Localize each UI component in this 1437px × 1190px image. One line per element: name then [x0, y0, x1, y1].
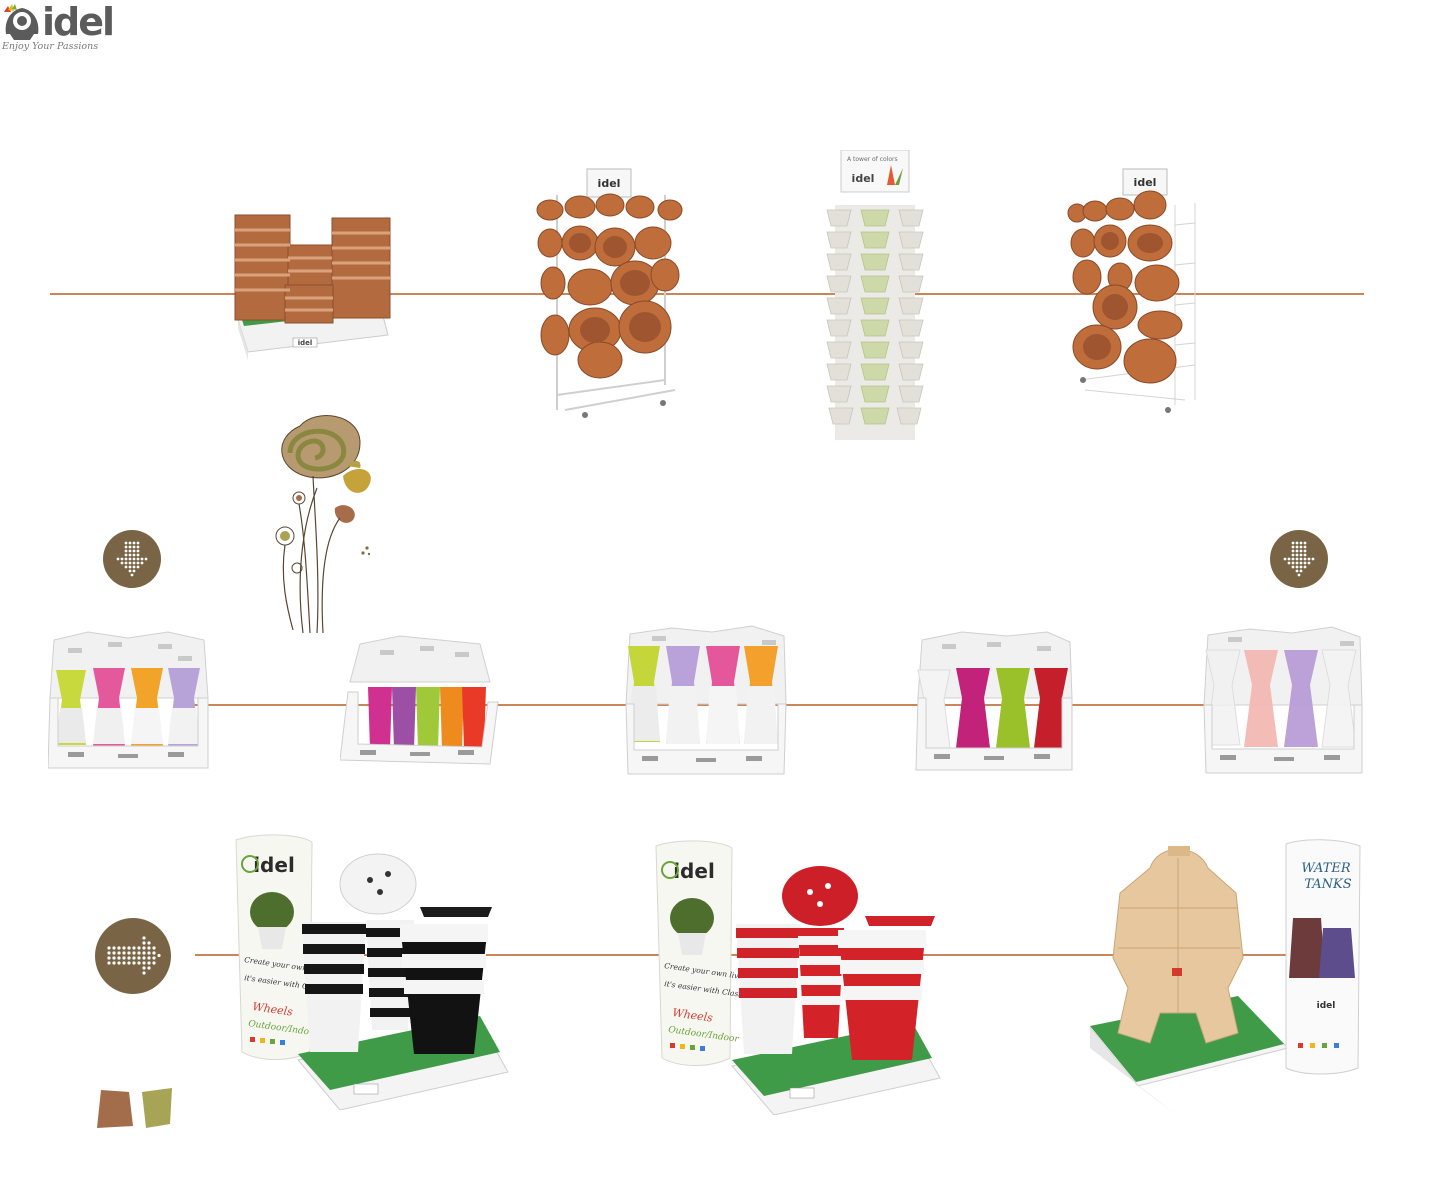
logo-tagline: Enjoy Your Passions — [2, 41, 99, 52]
logo-emblem-icon — [4, 4, 39, 40]
water-tank-display[interactable]: WATER TANKS idel — [1088, 838, 1366, 1116]
water-banner-brand: idel — [1317, 1001, 1336, 1011]
colorful-vase-box-1[interactable] — [48, 628, 210, 774]
row1-divider-line — [50, 293, 1364, 295]
rack1-brand-label: idel — [598, 177, 621, 190]
tower-header-text: A tower of colors — [847, 156, 898, 163]
olive-color-swatch — [140, 1088, 175, 1130]
brown-color-swatch — [95, 1088, 135, 1130]
decorative-flower-illustration — [265, 408, 380, 636]
red-banner-text3: Wheels — [672, 1006, 714, 1025]
red-white-striped-pot-display[interactable]: idel Create your own living design, it's… — [650, 838, 945, 1115]
water-banner-title2: TANKS — [1304, 877, 1351, 892]
pallet-brand-label: idel — [298, 339, 313, 347]
bw-banner-brand: idel — [253, 853, 295, 877]
arrow-down-icon — [103, 530, 161, 588]
rack2-brand-label: idel — [1134, 176, 1157, 189]
colorful-vase-box-2[interactable] — [622, 624, 790, 779]
pastel-vase-box[interactable] — [1200, 625, 1367, 778]
tower-brand-label: idel — [852, 172, 875, 185]
terracotta-round-pot-rack[interactable]: idel — [535, 165, 685, 420]
magenta-green-red-vase-box[interactable] — [912, 628, 1077, 776]
arrow-right-icon — [95, 918, 171, 994]
arrow-down-icon — [1270, 530, 1328, 588]
terracotta-square-pot-pallet[interactable]: idel — [230, 210, 395, 365]
water-banner-title1: WATER — [1301, 861, 1351, 876]
terracotta-pot-wire-rack[interactable]: idel — [1065, 165, 1210, 420]
logo-wordmark: idel — [42, 0, 115, 44]
bw-banner-text3: Wheels — [252, 1000, 294, 1019]
red-banner-brand: idel — [673, 859, 715, 883]
colorful-square-pot-box[interactable] — [340, 632, 500, 770]
pot-tower-stand[interactable]: A tower of colors idel — [825, 150, 925, 445]
brand-logo[interactable]: idel Enjoy Your Passions — [0, 0, 115, 60]
black-white-striped-pot-display[interactable]: idel Create your own living design, it's… — [230, 832, 512, 1110]
